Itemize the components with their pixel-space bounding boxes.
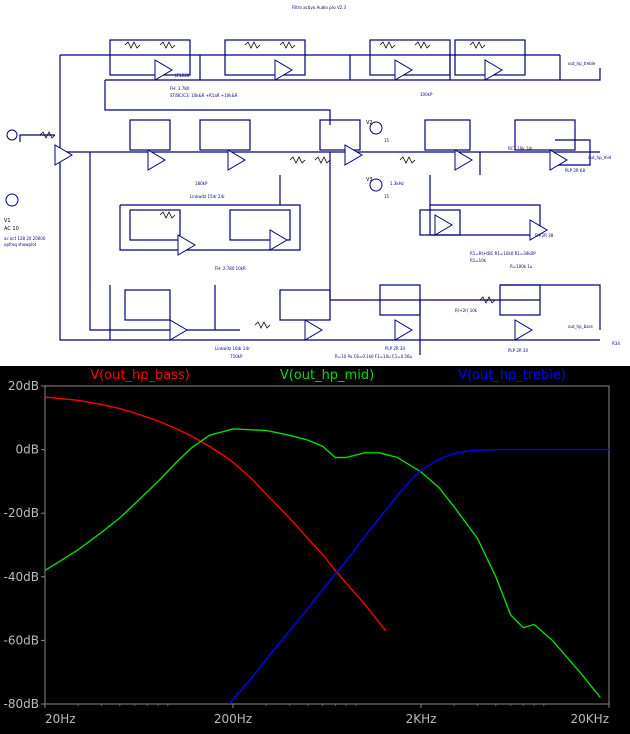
note-13: 100kP — [420, 92, 433, 97]
note-7: 180kP — [195, 181, 208, 186]
x-tick-label: 20KHz — [571, 712, 609, 726]
v3-value: 15 — [384, 194, 390, 199]
y-tick-label: -80dB — [4, 697, 39, 711]
series-line-1 — [45, 396, 387, 632]
x-tick-label: 2KHz — [406, 712, 437, 726]
note-15: PLP 2R 30 — [508, 348, 528, 353]
series-line-2 — [45, 428, 601, 699]
ground-label: R34 — [612, 341, 620, 346]
note-19: R=100k 1u — [510, 264, 533, 269]
note-5: 1.3kHz — [390, 181, 404, 186]
legend-entry: V(out_hp_bass) — [90, 368, 190, 383]
v3-label: V3 — [366, 177, 373, 183]
note-10: RC1 10k 14r — [508, 146, 533, 151]
out-bass-label: out_hp_bass — [568, 324, 593, 329]
note-12: R1=10k — [470, 258, 487, 263]
y-tick-label: 0dB — [16, 443, 39, 457]
source-note-1: ac oct 128 20 20000 — [4, 236, 46, 241]
note-9: PLP 2R 68 — [565, 168, 585, 173]
v2-label: V2 — [366, 120, 373, 126]
note-1: FH: 3.780 — [170, 86, 190, 91]
note-20: LT1028 — [175, 73, 190, 78]
out-mid-label: out_hp_mid — [588, 155, 612, 160]
y-tick-label: -40dB — [4, 570, 39, 584]
y-axis: 20dB 0dB -20dB -40dB -60dB -80dB — [4, 379, 45, 711]
note-6: Linkwitz 16dr 24r — [215, 346, 250, 351]
circuit-schematic: Filtro activo Audio pro V2.3 V1 AC 10 ac… — [4, 5, 620, 359]
note-18: PLP 2R 30 — [385, 346, 405, 351]
schematic-panel: Filtro activo Audio pro V2.3 V1 AC 10 ac… — [0, 0, 630, 366]
note-16: FH 2R 38 — [535, 233, 554, 238]
note-3: Linkwitz 15dr 24r — [190, 194, 225, 199]
source-name: V1 — [4, 218, 11, 224]
out-treble-label: out_hp_treble — [568, 61, 596, 66]
note-2: ST/BC/C3: 10k&R +R1aR +10k&R — [170, 93, 238, 98]
x-axis: 20Hz 200Hz 2KHz 20KHz — [44, 704, 610, 726]
plot-frame — [44, 385, 610, 705]
y-tick-label: 20dB — [8, 379, 39, 393]
v2-value: 15 — [384, 138, 390, 143]
note-8: 750kP — [230, 354, 243, 359]
series-group — [45, 396, 609, 704]
y-tick-label: -20dB — [4, 506, 39, 520]
plot-panel: V(out_hp_bass) V(out_hp_mid) V(out_hp_treb… — [0, 366, 630, 730]
y-tick-label: -60dB — [4, 633, 39, 647]
note-4: FH: 2.780 10kR — [215, 266, 246, 271]
x-tick-label: 20Hz — [45, 712, 76, 726]
note-11: R1=Rt+tBC R1=10k0 R1=34k0P — [470, 251, 536, 256]
legend: V(out_hp_bass) V(out_hp_mid) V(out_hp_treb… — [90, 368, 566, 383]
source-note-2: opfreq showplot — [4, 242, 37, 247]
note-14: R(+2r) 10k — [455, 308, 478, 313]
frequency-response-plot: V(out_hp_bass) V(out_hp_mid) V(out_hp_treb… — [4, 368, 610, 726]
series-line-3 — [228, 448, 609, 704]
legend-entry: V(out_hp_mid) — [280, 368, 374, 383]
schematic-title: Filtro activo Audio pro V2.3 — [292, 5, 347, 10]
x-tick-label: 200Hz — [214, 712, 252, 726]
source-label: AC 10 — [4, 226, 19, 232]
note-17: R=10 Pu C6=0.1k0 F1=10u C1=0.56u — [335, 354, 413, 359]
legend-entry: V(out_hp_treble) — [458, 368, 566, 383]
